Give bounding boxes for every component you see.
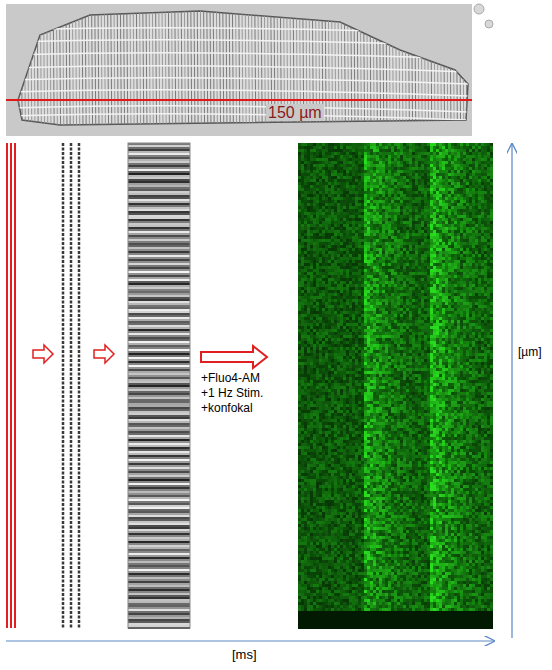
figure: 150 µm+Fluo4-AM+1 Hz Stim.+konfokal[µm][… bbox=[0, 0, 552, 670]
